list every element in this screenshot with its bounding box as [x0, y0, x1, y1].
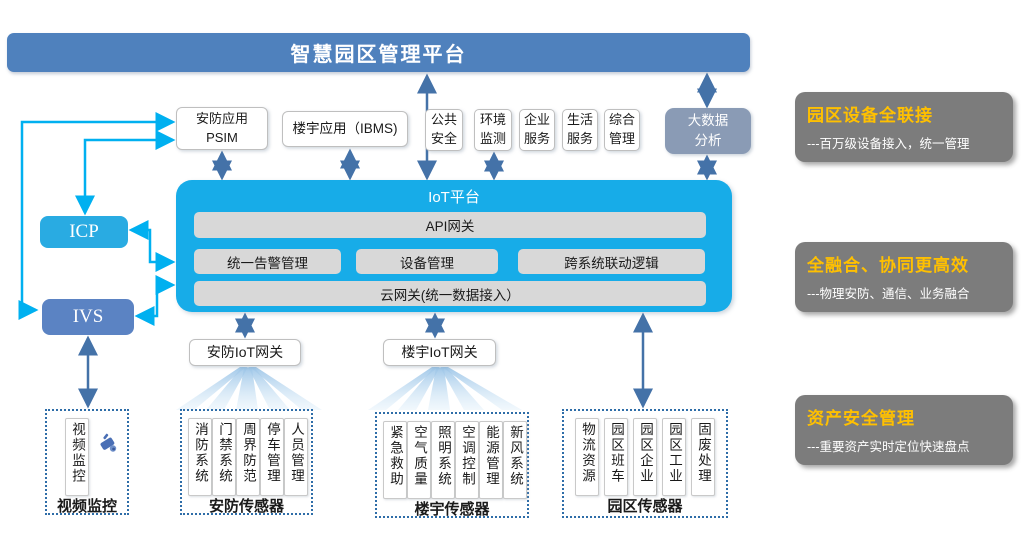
sensor-group-video: 视频监控 视频监控 — [45, 409, 129, 515]
feature-panel-asset-security: 资产安全管理 ---重要资产实时定位快速盘点 — [795, 395, 1013, 465]
platform-title-banner: 智慧园区管理平台 — [7, 33, 750, 72]
feature-panel-device-connection: 园区设备全联接 ---百万级设备接入，统一管理 — [795, 92, 1013, 162]
connector-ivs-iot — [134, 275, 176, 326]
sensor-group-park-label: 园区传感器 — [607, 498, 683, 515]
sensor-item-energy-management: 能源管理 — [479, 421, 503, 499]
iot-platform-box: IoT平台 API网关 统一告警管理 设备管理 跨系统联动逻辑 云网关(统一数据… — [176, 180, 732, 312]
platform-title: 智慧园区管理平台 — [290, 44, 467, 66]
sensor-item-fire-system: 消防系统 — [188, 418, 212, 496]
app-ibms-label: 楼宇应用（IBMS) — [292, 121, 398, 137]
feature-panel-device-connection-desc: ---百万级设备接入，统一管理 — [807, 137, 970, 151]
module-device-management: 设备管理 — [356, 249, 498, 274]
bigdata-analysis-label: 大数据 分析 — [687, 113, 729, 148]
service-label-enterprise-services: 企业 服务 — [523, 112, 550, 146]
app-box-ibms: 楼宇应用（IBMS) — [282, 111, 408, 147]
sensor-group-security-label: 安防传感器 — [208, 498, 284, 515]
service-box-public-safety: 公共 安全 — [425, 109, 463, 151]
app-box-psim: 安防应用 PSIM — [176, 107, 268, 150]
service-label-public-safety: 公共 安全 — [430, 112, 457, 146]
sensor-group-building-label: 楼宇传感器 — [414, 501, 490, 518]
service-box-enterprise-services: 企业 服务 — [519, 109, 555, 151]
sensor-group-park: 物流资源 园区班车 园区企业 园区工业 固废处理 园区传感器 — [562, 409, 728, 518]
module-cross-system-linkage: 跨系统联动逻辑 — [518, 249, 705, 274]
feature-panel-convergence-title: 全融合、协同更高效 — [807, 256, 969, 275]
sensor-item-lighting-system: 照明系统 — [431, 421, 455, 499]
sensor-item-hvac-control: 空调控制 — [455, 421, 479, 499]
feature-panel-asset-security-desc: ---重要资产实时定位快速盘点 — [807, 440, 970, 454]
cloud-gateway-bar: 云网关(统一数据接入） — [194, 281, 706, 306]
service-box-environment-monitoring: 环境 监测 — [474, 109, 512, 151]
icp-node: ICP — [40, 216, 128, 248]
app-psim-label: 安防应用 PSIM — [195, 110, 248, 145]
sensor-item-emergency-help: 紧急救助 — [383, 421, 407, 499]
service-label-environment-monitoring: 环境 监测 — [479, 112, 506, 146]
sensor-item-video-surveillance: 视频监控 — [65, 418, 89, 496]
sensor-group-building: 紧急救助 空气质量 照明系统 空调控制 能源管理 新风系统 楼宇传感器 — [375, 412, 529, 518]
bigdata-analysis-box: 大数据 分析 — [665, 108, 751, 154]
security-iot-gateway-label: 安防IoT网关 — [206, 344, 284, 361]
sensor-group-video-label: 视频监控 — [56, 498, 117, 515]
service-box-comprehensive-management: 综合 管理 — [604, 109, 640, 151]
feature-panel-convergence: 全融合、协同更高效 ---物理安防、通信、业务融合 — [795, 242, 1013, 312]
icp-label: ICP — [69, 221, 99, 242]
fan-rays-building-gateway — [368, 367, 522, 410]
fan-rays-security-gateway — [176, 367, 322, 410]
api-gateway-label: API网关 — [425, 219, 475, 234]
feature-panel-asset-security-title: 资产安全管理 — [807, 409, 915, 428]
sensor-item-park-industry: 园区工业 — [662, 418, 686, 496]
connector-icp-iot — [128, 220, 176, 272]
sensor-item-park-enterprise: 园区企业 — [633, 418, 657, 496]
sensor-item-solid-waste: 固废处理 — [691, 418, 715, 496]
service-label-comprehensive-management: 综合 管理 — [608, 112, 635, 146]
sensor-item-perimeter-protection: 周界防范 — [236, 418, 260, 496]
feature-panel-device-connection-title: 园区设备全联接 — [807, 106, 933, 125]
sensor-item-parking-management: 停车管理 — [260, 418, 284, 496]
ivs-label: IVS — [72, 306, 104, 327]
sensor-item-fresh-air-system: 新风系统 — [503, 421, 527, 499]
sensor-item-access-control: 门禁系统 — [212, 418, 236, 496]
module-cross-system-linkage-label: 跨系统联动逻辑 — [564, 255, 659, 271]
surveillance-camera-icon — [100, 433, 117, 452]
service-label-living-services: 生活 服务 — [566, 112, 593, 146]
cloud-gateway-label: 云网关(统一数据接入） — [380, 287, 520, 303]
sensor-item-personnel-management: 人员管理 — [284, 418, 308, 496]
module-alarm-management-label: 统一告警管理 — [227, 255, 308, 271]
module-device-management-label: 设备管理 — [400, 255, 454, 271]
building-iot-gateway-label: 楼宇IoT网关 — [401, 344, 478, 361]
module-alarm-management: 统一告警管理 — [194, 249, 341, 274]
sensor-item-air-quality: 空气质量 — [407, 421, 431, 499]
api-gateway-bar: API网关 — [194, 212, 706, 238]
security-iot-gateway-box: 安防IoT网关 — [189, 339, 301, 366]
connector-psim-icp — [75, 130, 176, 216]
sensor-item-logistics-resources: 物流资源 — [575, 418, 599, 496]
sensor-group-security: 消防系统 门禁系统 周界防范 停车管理 人员管理 安防传感器 — [180, 409, 313, 515]
feature-panel-convergence-desc: ---物理安防、通信、业务融合 — [807, 287, 970, 301]
sensor-item-park-shuttle: 园区班车 — [604, 418, 628, 496]
ivs-node: IVS — [42, 299, 134, 335]
iot-platform-title: IoT平台 — [428, 188, 480, 206]
service-box-living-services: 生活 服务 — [562, 109, 598, 151]
building-iot-gateway-box: 楼宇IoT网关 — [383, 339, 496, 366]
